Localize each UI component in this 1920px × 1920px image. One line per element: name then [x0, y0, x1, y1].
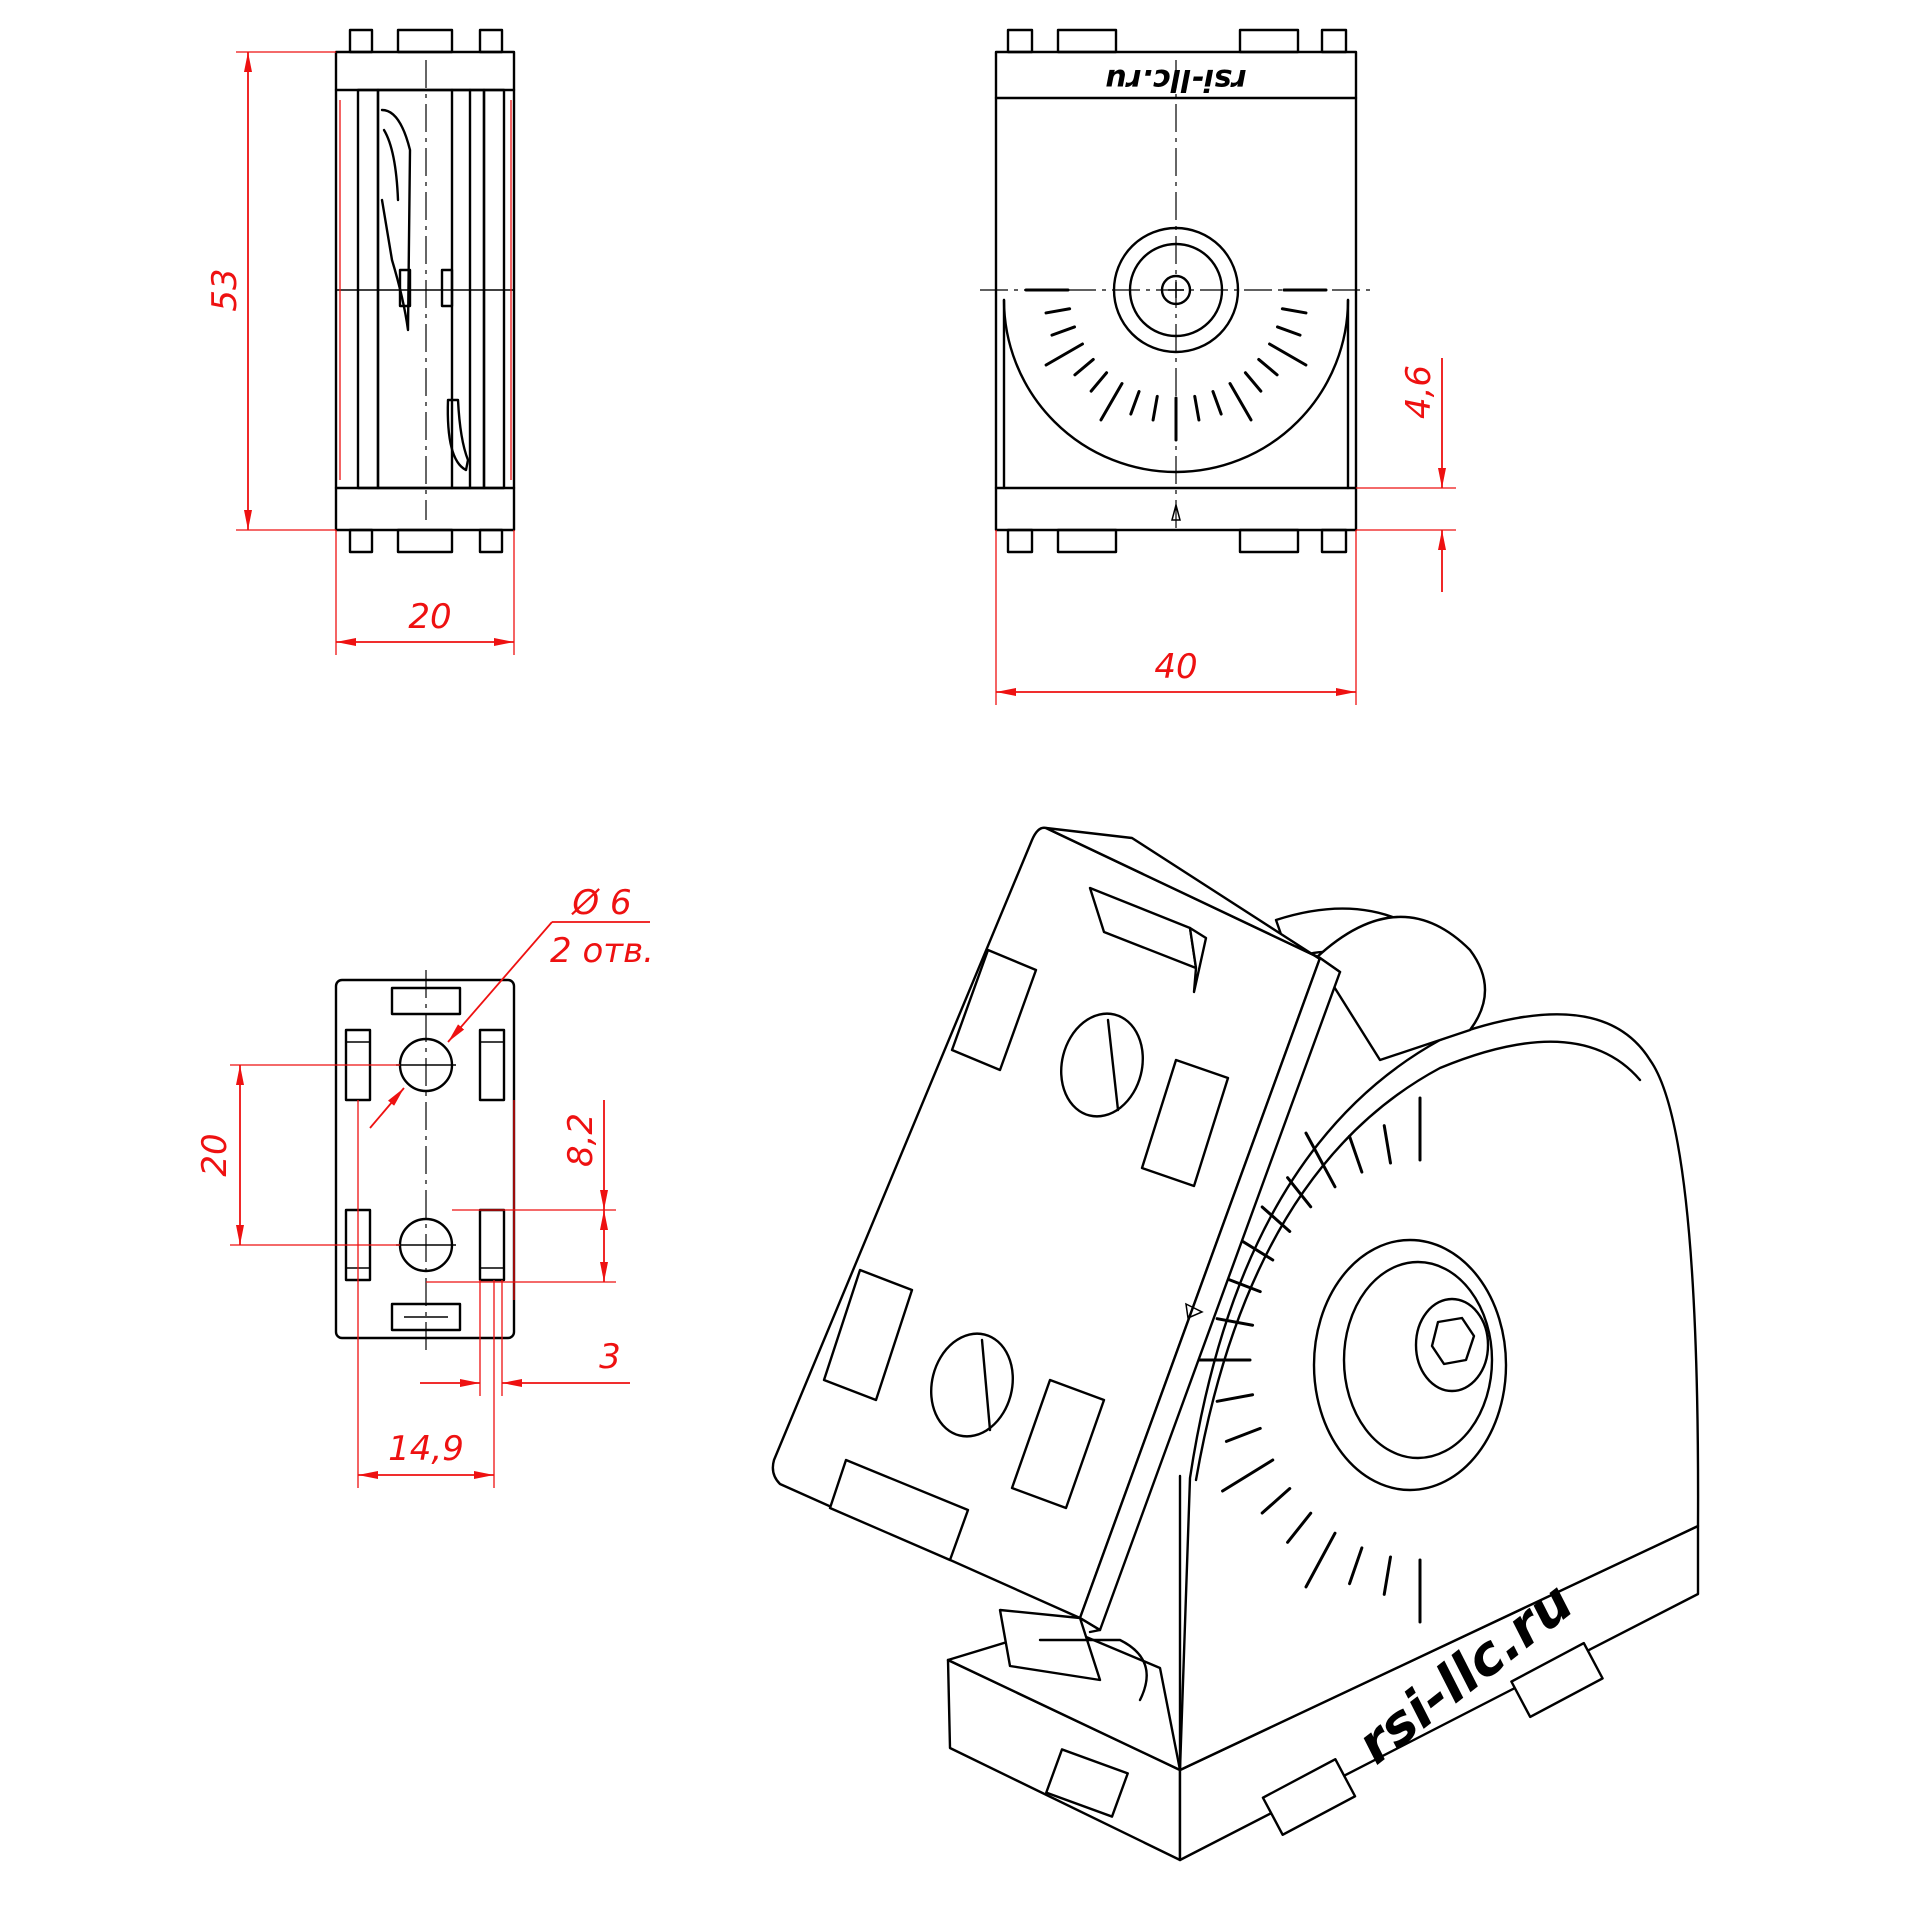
dimension-label-hole-to-edge: 8,2 [561, 1113, 601, 1167]
front-dial-tick [1050, 325, 1077, 337]
iso-dial-tick [1224, 1426, 1262, 1443]
dimension-side-width: 20 [335, 530, 515, 655]
front-dial-tick [1280, 307, 1308, 315]
dimension-slot-gap: 3 [420, 1280, 630, 1396]
dimension-hole-to-slot: 14,9 [357, 1100, 495, 1488]
dimension-hole-diameter: Ø 6 2 отв. [369, 883, 654, 1129]
front-dial-tick [1044, 307, 1072, 315]
top-view-logo: rsi-llc.ru [1105, 62, 1246, 97]
front-dial-tick [1268, 342, 1308, 367]
iso-dial-tick [1260, 1487, 1292, 1515]
plate-slots [822, 886, 1230, 1562]
front-dial-tick [1044, 342, 1084, 367]
iso-dial-tick [1382, 1124, 1392, 1165]
iso-dial-tick [1215, 1393, 1255, 1403]
dimension-label-hole-diameter: Ø 6 [570, 883, 631, 923]
front-dial-tick [1211, 389, 1223, 416]
dimension-height: 53 [205, 51, 336, 531]
dimension-front-width: 40 [995, 530, 1357, 705]
bottom-view [334, 970, 516, 1350]
dimension-label-hole-to-slot: 14,9 [388, 1429, 464, 1469]
front-dial-tick [1228, 382, 1253, 422]
front-dial-tick [1243, 371, 1263, 393]
dimension-label-hole-count: 2 отв. [550, 931, 654, 971]
front-dial-tick [1129, 389, 1141, 416]
front-dial-tick [1073, 357, 1095, 377]
iso-dial-tick [1260, 1205, 1292, 1233]
dimension-holes-spacing: 20 [195, 1064, 400, 1246]
front-dial-ticks [1024, 288, 1328, 442]
iso-dial-tick [1221, 1458, 1275, 1493]
dimension-label-holes-spacing: 20 [195, 1133, 235, 1176]
front-dial-tick [1275, 325, 1302, 337]
front-dial-tick [1089, 371, 1109, 393]
front-dial-tick [1151, 394, 1159, 422]
front-dial-tick [1099, 382, 1124, 422]
isometric-view: rsi-llc.ru [771, 826, 1700, 1862]
iso-dial-tick [1348, 1134, 1364, 1174]
dimension-label-height: 53 [205, 268, 245, 311]
iso-dial-tick [1215, 1317, 1255, 1327]
front-dial-tick [1193, 394, 1201, 422]
iso-dial-tick [1286, 1176, 1313, 1209]
dimension-label-front-offset: 4,6 [1399, 365, 1439, 419]
dimension-label-front-width: 40 [1154, 647, 1197, 687]
iso-dial-tick [1224, 1277, 1262, 1294]
dimension-label-side-width: 20 [408, 597, 451, 637]
iso-dial-tick [1286, 1511, 1313, 1544]
dimension-front-offset: 4,6 [1356, 358, 1456, 592]
iso-dial-tick [1348, 1546, 1364, 1586]
front-view: rsi-llc.ru [980, 28, 1372, 554]
side-view [334, 28, 516, 554]
iso-dial-ticks [1190, 1096, 1422, 1624]
iso-dial-tick [1382, 1555, 1392, 1596]
dimension-label-slot-gap: 3 [599, 1337, 621, 1377]
front-dial-tick [1257, 357, 1279, 377]
dimension-hole-to-edge: 8,2 [426, 1100, 616, 1283]
iso-dial-tick [1304, 1131, 1337, 1189]
iso-dial-tick [1304, 1531, 1337, 1589]
